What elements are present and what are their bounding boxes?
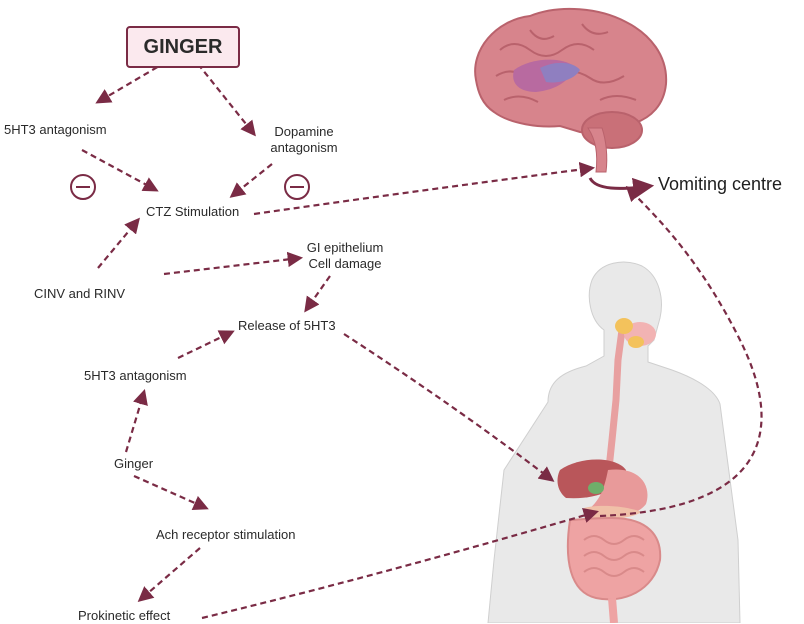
ach-receptor-label: Ach receptor stimulation — [156, 527, 295, 543]
ctz-stimulation-label: CTZ Stimulation — [146, 204, 239, 220]
ht3-antagonism-mid-label: 5HT3 antagonism — [84, 368, 187, 384]
prokinetic-effect-label: Prokinetic effect — [78, 608, 170, 624]
release-5ht3-label: Release of 5HT3 — [238, 318, 336, 334]
gi-line1: GI epithelium — [290, 240, 400, 256]
vomiting-centre-label: Vomiting centre — [658, 174, 782, 195]
brain-icon — [475, 9, 666, 172]
inhibition-icon — [70, 174, 96, 200]
title-box: GINGER — [126, 26, 240, 68]
inhibition-icon — [284, 174, 310, 200]
dopamine-line1: Dopamine — [262, 124, 346, 140]
dopamine-line2: antagonism — [262, 140, 346, 156]
gi-damage-label: GI epithelium Cell damage — [290, 240, 400, 272]
gi-line2: Cell damage — [290, 256, 400, 272]
dopamine-antagonism-label: Dopamine antagonism — [262, 124, 346, 156]
cinv-rinv-label: CINV and RINV — [34, 286, 125, 302]
human-body-icon — [488, 262, 740, 623]
ht3-antagonism-top-label: 5HT3 antagonism — [4, 122, 107, 138]
ginger-small-label: Ginger — [114, 456, 153, 472]
